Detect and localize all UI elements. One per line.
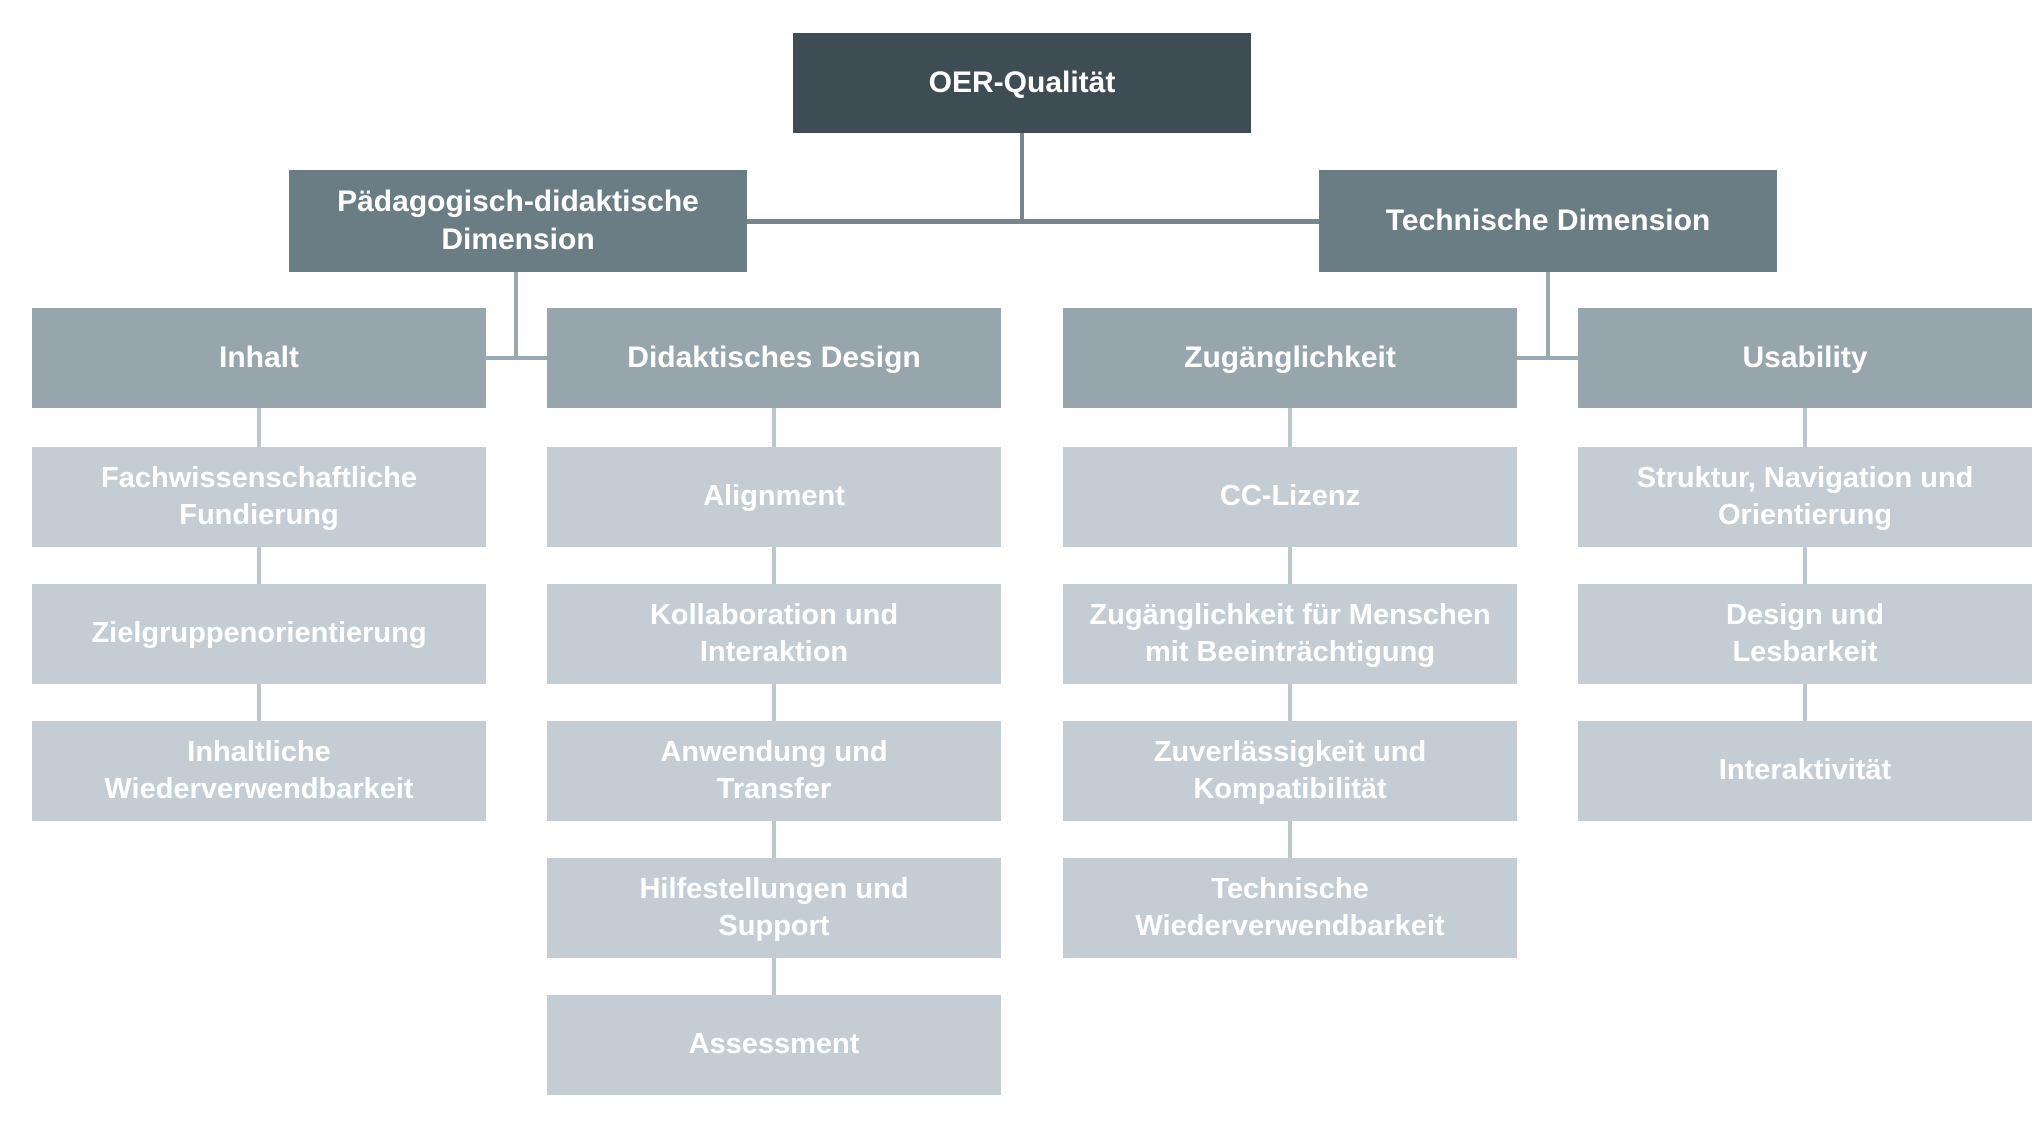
- connector-dim2-vertical: [1546, 272, 1550, 358]
- connector-col2-seg2: [772, 547, 776, 584]
- connector-col1-seg2: [257, 547, 261, 584]
- connector-col1-seg1: [257, 408, 261, 447]
- connector-col3-seg1: [1288, 408, 1292, 447]
- item-node-fachwissenschaftliche-fundierung: Fachwissenschaftliche Fundierung: [32, 447, 486, 547]
- item-node-anwendung-und-transfer: Anwendung und Transfer: [547, 721, 1001, 821]
- connector-col4-seg3: [1803, 684, 1807, 721]
- item-node-cc-lizenz: CC-Lizenz: [1063, 447, 1517, 547]
- item-node-zielgruppenorientierung: Zielgruppenorientierung: [32, 584, 486, 684]
- connector-col3-seg2: [1288, 547, 1292, 584]
- item-node-hilfestellungen-und-support: Hilfestellungen und Support: [547, 858, 1001, 958]
- connector-col2-seg5: [772, 958, 776, 995]
- connector-col3-seg3: [1288, 684, 1292, 721]
- connector-col2-seg1: [772, 408, 776, 447]
- connector-col4-seg2: [1803, 547, 1807, 584]
- category-header-zugaenglichkeit: Zugänglichkeit: [1063, 308, 1517, 408]
- category-header-inhalt: Inhalt: [32, 308, 486, 408]
- connector-col1-seg3: [257, 684, 261, 721]
- connector-dim1-horizontal: [486, 356, 547, 360]
- item-node-technische-wiederverwendbarkeit: Technische Wiederverwendbarkeit: [1063, 858, 1517, 958]
- item-node-zuverlaessigkeit-und-kompatibilitaet: Zuverlässigkeit und Kompatibilität: [1063, 721, 1517, 821]
- item-node-interaktivitaet: Interaktivität: [1578, 721, 2032, 821]
- item-node-kollaboration-und-interaktion: Kollaboration und Interaktion: [547, 584, 1001, 684]
- category-header-usability: Usability: [1578, 308, 2032, 408]
- connector-dim2-horizontal: [1517, 356, 1578, 360]
- dimension-node-paedagogisch-didaktisch: Pädagogisch-didaktische Dimension: [289, 170, 747, 272]
- connector-col2-seg3: [772, 684, 776, 721]
- item-node-design-und-lesbarkeit: Design und Lesbarkeit: [1578, 584, 2032, 684]
- connector-root-vertical: [1020, 133, 1024, 221]
- connector-dim1-vertical: [514, 272, 518, 358]
- root-node-oer-qualitaet: OER-Qualität: [793, 33, 1251, 133]
- category-header-didaktisches-design: Didaktisches Design: [547, 308, 1001, 408]
- dimension-node-technisch: Technische Dimension: [1319, 170, 1777, 272]
- item-node-zugaenglichkeit-fuer-menschen: Zugänglichkeit für Menschen mit Beeinträ…: [1063, 584, 1517, 684]
- connector-col2-seg4: [772, 821, 776, 858]
- item-node-inhaltliche-wiederverwendbarkeit: Inhaltliche Wiederverwendbarkeit: [32, 721, 486, 821]
- item-node-assessment: Assessment: [547, 995, 1001, 1095]
- connector-root-horizontal: [747, 219, 1319, 224]
- item-node-alignment: Alignment: [547, 447, 1001, 547]
- item-node-struktur-navigation-orientierung: Struktur, Navigation und Orientierung: [1578, 447, 2032, 547]
- connector-col4-seg1: [1803, 408, 1807, 447]
- connector-col3-seg4: [1288, 821, 1292, 858]
